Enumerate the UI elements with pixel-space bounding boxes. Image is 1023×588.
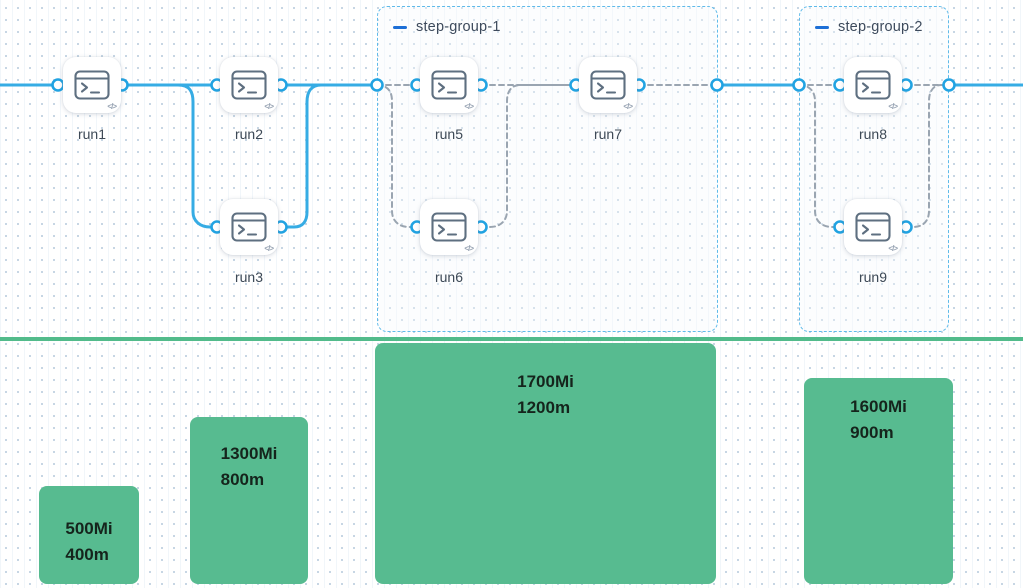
resource-bar-1: 500Mi 400m [39, 486, 139, 584]
port-group2-out[interactable] [942, 78, 956, 92]
resource-bar-2: 1300Mi 800m [190, 417, 308, 584]
node-label: run5 [434, 126, 464, 142]
port-group1-in[interactable] [370, 78, 384, 92]
port-run8-out[interactable] [899, 78, 913, 92]
collapse-dash-icon[interactable] [393, 25, 407, 29]
step-group-label: step-group-2 [838, 19, 923, 35]
code-icon: </> [107, 102, 117, 111]
edge-group1in-run6[interactable] [376, 84, 418, 228]
resource-bar-4: 1600Mi 900m [804, 378, 953, 584]
terminal-icon [74, 70, 110, 100]
node-label: run7 [593, 126, 623, 142]
node-label: run6 [434, 269, 464, 285]
node-label: run9 [858, 269, 888, 285]
node-run6[interactable]: </> [420, 199, 478, 255]
edge-run6-run7[interactable] [480, 84, 577, 228]
resource-separator-line [0, 337, 1023, 341]
node-label: run3 [234, 269, 264, 285]
collapse-dash-icon[interactable] [815, 25, 829, 29]
port-group2-in[interactable] [792, 78, 806, 92]
port-run1-in[interactable] [51, 78, 65, 92]
terminal-icon [590, 70, 626, 100]
code-icon: </> [623, 102, 633, 111]
node-run8[interactable]: </> [844, 57, 902, 113]
terminal-icon [231, 212, 267, 242]
port-group1-out[interactable] [710, 78, 724, 92]
resource-bar-label: 1300Mi 800m [220, 444, 278, 489]
step-group-label: step-group-1 [416, 19, 501, 35]
node-run1[interactable]: </> [63, 57, 121, 113]
terminal-icon [855, 212, 891, 242]
resource-bar-3: 1700Mi 1200m [375, 343, 716, 584]
step-group-1-header: step-group-1 [378, 7, 717, 35]
edge-run1-run3[interactable] [120, 83, 219, 229]
terminal-icon [431, 212, 467, 242]
terminal-icon [431, 70, 467, 100]
code-icon: </> [888, 244, 898, 253]
edge-group2in-run9[interactable] [798, 84, 841, 228]
edge-run9-group2out[interactable] [905, 84, 950, 228]
resource-bar-label: 1700Mi 1200m [517, 372, 574, 417]
code-icon: </> [464, 102, 474, 111]
node-run3[interactable]: </> [220, 199, 278, 255]
code-icon: </> [264, 244, 274, 253]
step-group-2-header: step-group-2 [800, 7, 948, 35]
edge-run3-group1[interactable] [279, 83, 379, 229]
node-label: run8 [858, 126, 888, 142]
terminal-icon [855, 70, 891, 100]
node-run9[interactable]: </> [844, 199, 902, 255]
node-label: run2 [234, 126, 264, 142]
terminal-icon [231, 70, 267, 100]
port-run9-out[interactable] [899, 220, 913, 234]
node-label: run1 [77, 126, 107, 142]
node-run2[interactable]: </> [220, 57, 278, 113]
resource-bar-label: 1600Mi 900m [850, 397, 907, 442]
code-icon: </> [888, 102, 898, 111]
resource-bar-label: 500Mi 400m [65, 519, 113, 564]
step-group-2[interactable]: step-group-2 [799, 6, 949, 332]
node-run5[interactable]: </> [420, 57, 478, 113]
node-run7[interactable]: </> [579, 57, 637, 113]
code-icon: </> [464, 244, 474, 253]
code-icon: </> [264, 102, 274, 111]
